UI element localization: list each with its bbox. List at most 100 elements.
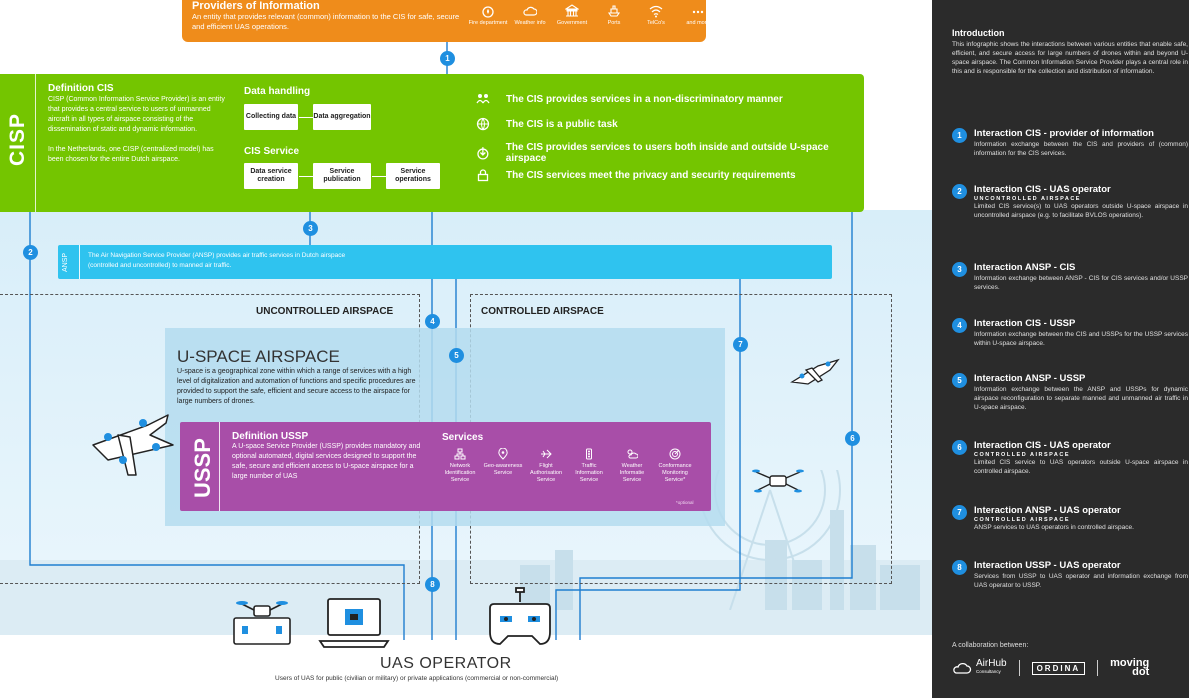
intro-text: This infographic shows the interactions …	[952, 41, 1188, 75]
fixed-wing-drone-illustration	[92, 414, 174, 476]
interaction-text: Information exchange between the CIS and…	[974, 141, 1188, 157]
drone-kit-illustration	[233, 601, 291, 645]
interaction-number: 1	[952, 128, 967, 143]
definition-ussp-text: A U-space Service Provider (USSP) provid…	[232, 443, 421, 480]
arrow-right	[299, 176, 313, 177]
ordina-logo: ORDINA	[1031, 661, 1086, 675]
feature-non-discriminatory: The CIS provides services in a non-discr…	[476, 92, 866, 106]
small-drone-illustration	[790, 358, 840, 385]
interaction-text: Limited CIS service to UAS operators out…	[974, 459, 1188, 475]
logo-separator	[1097, 660, 1099, 676]
wifi-icon	[649, 5, 663, 18]
service-weather-informatie: Weather Informatie Service	[612, 448, 652, 484]
interaction-text: Services from USSP to UAS operator and i…	[974, 573, 1188, 589]
controlled-airspace-label: CONTROLLED AIRSPACE	[481, 306, 604, 317]
arrow-right	[299, 117, 313, 118]
provider-weather-info: Weather info	[512, 4, 548, 26]
conformance-icon	[669, 448, 681, 460]
interaction-item: 4 Interaction CIS - USSP Information exc…	[952, 318, 1188, 348]
providers-icon-row: Fire department Weather info Government …	[469, 4, 716, 26]
uas-operator-subtitle: Users of UAS for public (civilian or mil…	[275, 675, 559, 682]
ussp-box: USSP Definition USSP A U-space Service P…	[180, 422, 711, 511]
cisp-box: CISP Definition CIS CISP (Common Informa…	[0, 74, 864, 212]
providers-of-information-box: Providers of Information An entity that …	[182, 0, 710, 42]
interaction-text: Information exchange between the CIS and…	[974, 331, 1188, 347]
ansp-text: The Air Navigation Service Provider (ANS…	[88, 252, 346, 269]
interaction-subtitle: CONTROLLED AIRSPACE	[974, 517, 1071, 523]
u-space-title: U-SPACE AIRSPACE	[177, 347, 340, 366]
logo-separator	[1018, 660, 1020, 676]
definition-cis-title: Definition CIS	[48, 83, 114, 94]
provider-telcos: TelCo's	[638, 4, 674, 26]
interaction-number: 7	[952, 505, 967, 520]
cisp-tab: CISP	[0, 74, 36, 212]
line-2	[29, 212, 405, 640]
city-skyline-illustration	[520, 470, 920, 610]
flight-icon	[541, 449, 552, 459]
u-space-text: U-space is a geographical zone within wh…	[177, 368, 416, 405]
airhub-logo: AirHub Consultancy	[952, 659, 1007, 676]
arrow-right	[372, 176, 386, 177]
marker-3: 3	[303, 221, 318, 236]
collaboration-label: A collaboration between:	[952, 642, 1029, 649]
marker-8: 8	[425, 577, 440, 592]
interaction-title: Interaction USSP - UAS operator	[974, 560, 1121, 571]
remote-controller-illustration	[489, 587, 551, 645]
interaction-number: 6	[952, 440, 967, 455]
partner-logos: AirHub Consultancy ORDINA moving dot	[952, 656, 1188, 680]
interaction-subtitle: UNCONTROLLED AIRSPACE	[974, 196, 1081, 202]
interaction-item: 5 Interaction ANSP - USSP Information ex…	[952, 373, 1188, 412]
cis-service-title: CIS Service	[244, 146, 300, 157]
cloud-icon	[523, 6, 537, 16]
service-publication-box: Service publication	[313, 163, 371, 189]
line-7	[555, 279, 741, 640]
interaction-item: 2 Interaction CIS - UAS operator UNCONTR…	[952, 184, 1188, 220]
network-icon	[454, 448, 466, 460]
marker-1: 1	[440, 51, 455, 66]
provider-fire-department: Fire department	[469, 4, 507, 26]
laptop-illustration	[318, 598, 390, 648]
providers-description: An entity that provides relevant (common…	[192, 12, 460, 31]
intro-title: Introduction	[952, 28, 1005, 38]
interaction-text: ANSP services to UAS operators in contro…	[974, 524, 1134, 531]
definition-ussp-title: Definition USSP	[232, 431, 309, 442]
ansp-tab: ANSP	[58, 245, 80, 279]
interaction-subtitle: CONTROLLED AIRSPACE	[974, 452, 1071, 458]
ansp-box: ANSP The Air Navigation Service Provider…	[58, 245, 832, 279]
line-6	[579, 212, 853, 640]
marker-4: 4	[425, 314, 440, 329]
providers-title: Providers of Information	[192, 0, 320, 12]
interaction-number: 8	[952, 560, 967, 575]
interaction-number: 2	[952, 184, 967, 199]
interaction-item: 7 Interaction ANSP - UAS operator CONTRO…	[952, 505, 1188, 532]
interaction-text: Information exchange between ANSP - CIS …	[974, 275, 1188, 291]
infographic-canvas: Providers of Information An entity that …	[0, 0, 932, 682]
interaction-text: Limited CIS service(s) to UAS operators …	[974, 203, 1188, 219]
interaction-number: 3	[952, 262, 967, 277]
interaction-title: Interaction ANSP - CIS	[974, 262, 1076, 273]
definition-cis-text: CISP (Common Information Service Provide…	[48, 96, 225, 133]
moving-dot-logo: moving dot	[1110, 657, 1150, 678]
ship-icon	[607, 5, 621, 17]
quadcopter-illustration	[752, 469, 804, 493]
marker-5: 5	[449, 348, 464, 363]
services-title: Services	[442, 432, 484, 443]
interaction-text: Information exchange between the ANSP an…	[974, 386, 1188, 411]
provider-and-more: and more	[680, 4, 716, 26]
definition-cis: Definition CIS CISP (Common Information …	[48, 84, 226, 165]
provider-ports: Ports	[596, 4, 632, 26]
interaction-item: 3 Interaction ANSP - CIS Information exc…	[952, 262, 1188, 292]
interaction-title: Interaction CIS - provider of informatio…	[974, 128, 1154, 139]
feature-inside-outside: The CIS provides services to users both …	[476, 142, 866, 164]
lock-icon	[477, 169, 489, 182]
interaction-number: 4	[952, 318, 967, 333]
interaction-item: 1 Interaction CIS - provider of informat…	[952, 128, 1188, 158]
service-traffic-information: Traffic Information Service	[569, 448, 609, 484]
service-flight-authorisation: Flight Authorisation Service	[526, 448, 566, 484]
more-icon	[692, 10, 704, 14]
people-icon	[476, 94, 490, 104]
feature-privacy-security: The CIS services meet the privacy and se…	[476, 168, 866, 182]
data-handling-title: Data handling	[244, 86, 311, 97]
interaction-item: 6 Interaction CIS - UAS operator CONTROL…	[952, 440, 1188, 476]
marker-7: 7	[733, 337, 748, 352]
